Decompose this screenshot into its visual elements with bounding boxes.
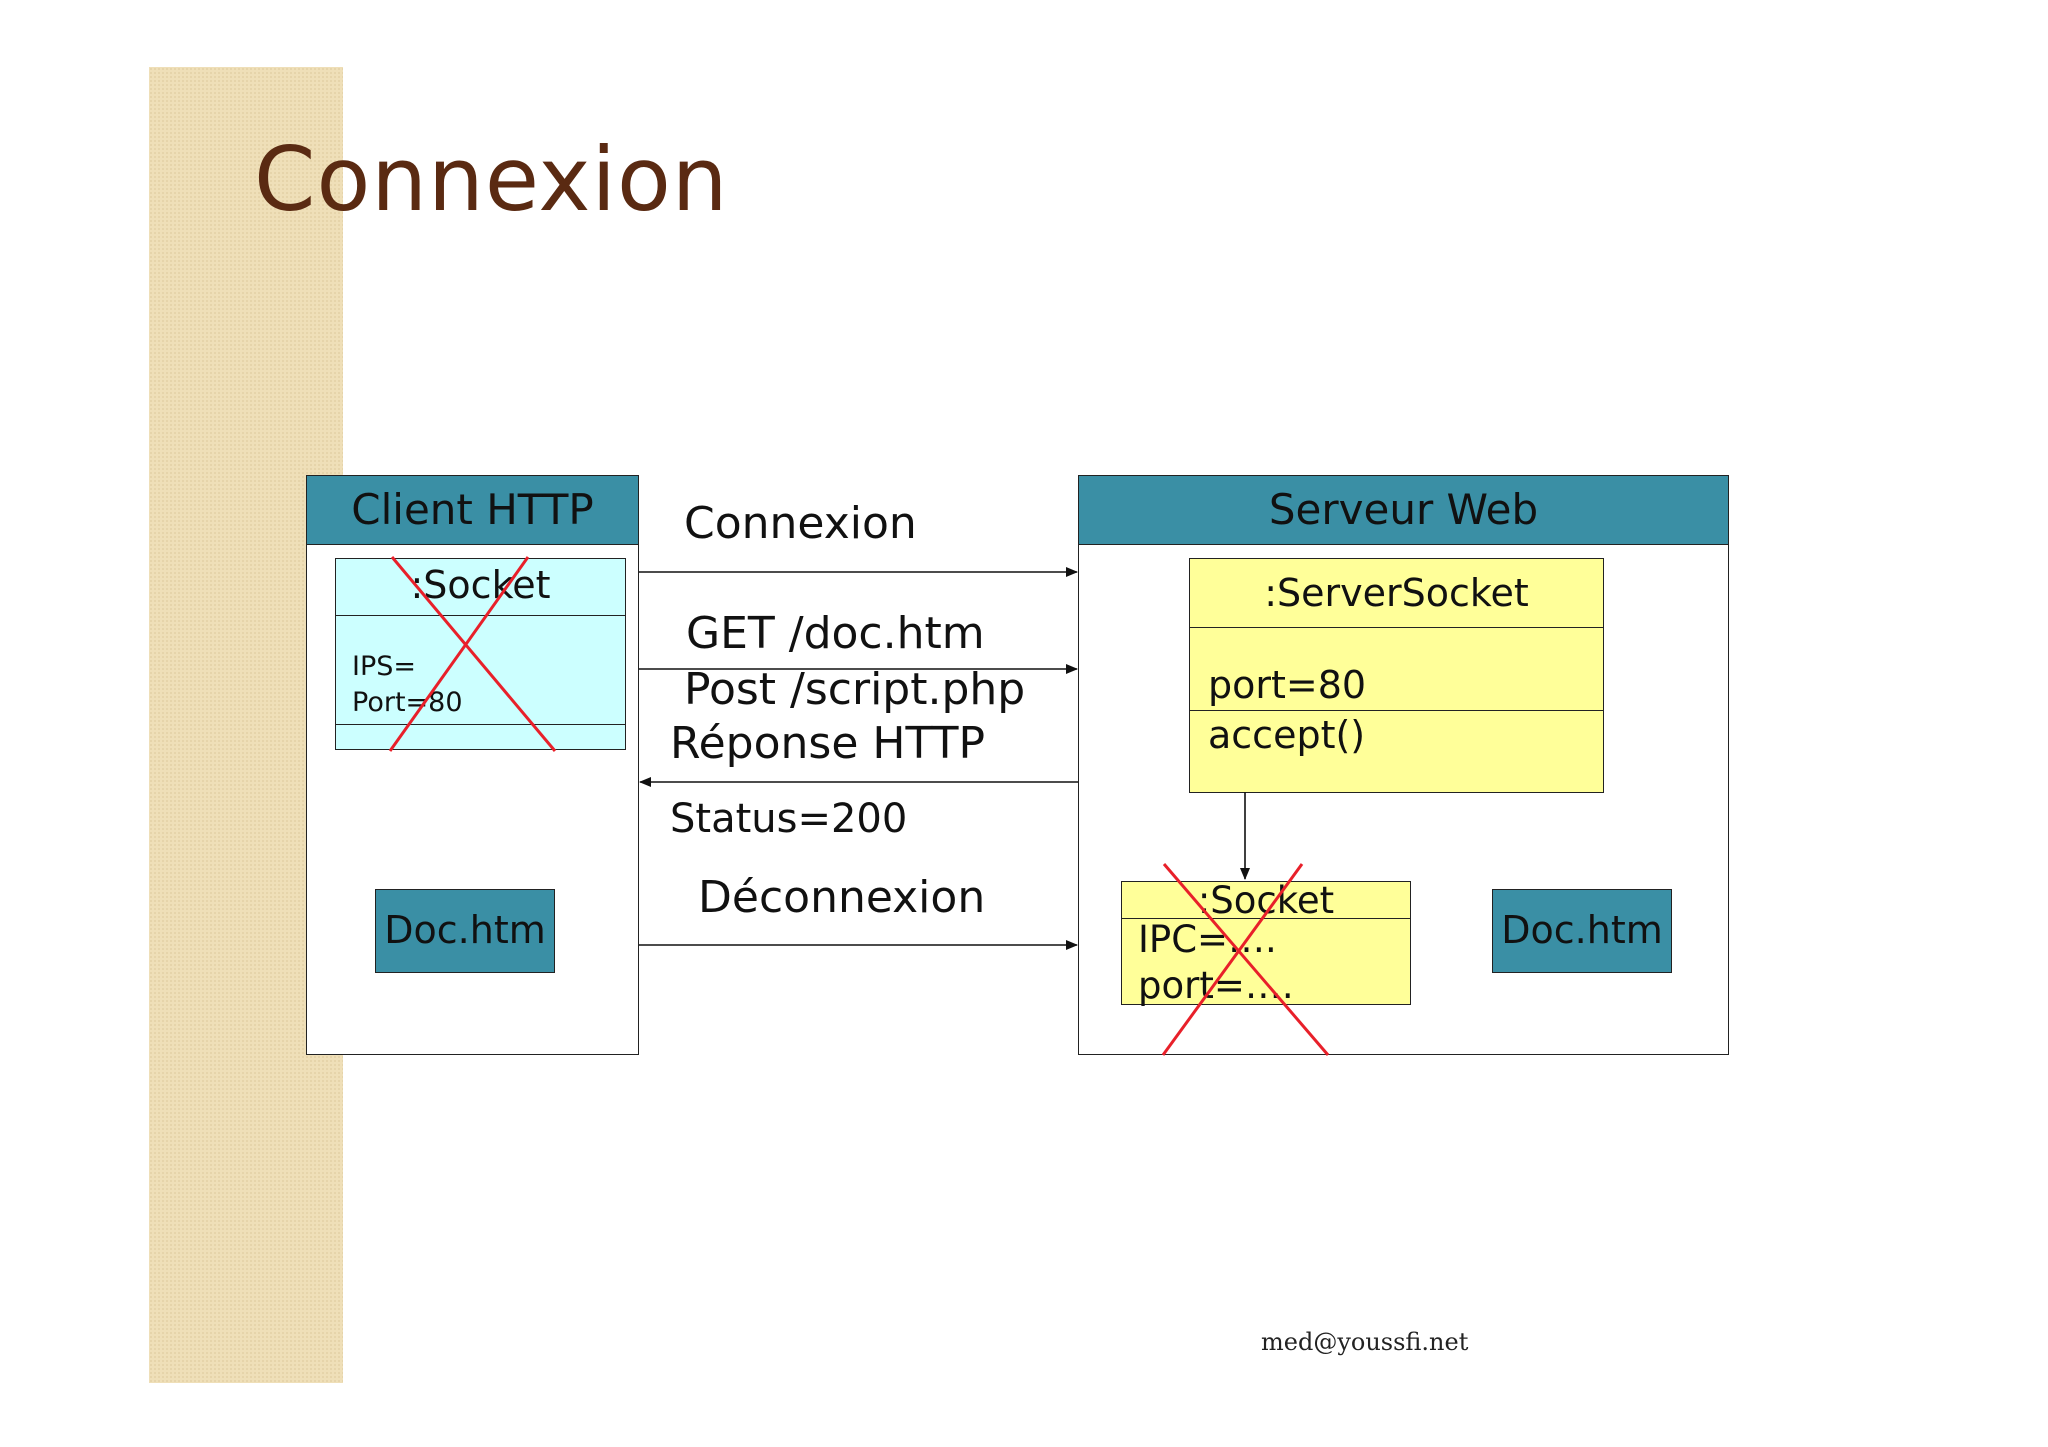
message-disconnect: Déconnexion: [698, 872, 986, 923]
message-connect: Connexion: [684, 498, 917, 549]
server-client-socket-divider: [1122, 918, 1410, 919]
client-socket-name: :Socket: [410, 563, 551, 607]
server-socket-divider-top: [1190, 627, 1603, 628]
server-socket-box: :ServerSocket port=80 accept(): [1189, 558, 1604, 793]
server-socket-attr-port: port=80: [1208, 663, 1367, 707]
client-panel: Client HTTP :Socket IPS= Port=80 Doc.htm: [306, 475, 639, 1055]
slide-title: Connexion: [254, 128, 729, 231]
server-panel: Serveur Web :ServerSocket port=80 accept…: [1078, 475, 1729, 1055]
message-post: Post /script.php: [684, 664, 1026, 715]
server-panel-title: Serveur Web: [1079, 476, 1728, 545]
server-socket-divider-bottom: [1190, 710, 1603, 711]
client-panel-title: Client HTTP: [307, 476, 638, 545]
client-socket-attr-port: Port=80: [352, 687, 463, 718]
message-status: Status=200: [670, 796, 908, 842]
server-socket-method-accept: accept(): [1208, 713, 1366, 757]
server-socket-name: :ServerSocket: [1264, 571, 1529, 615]
server-doc-htm: Doc.htm: [1492, 889, 1672, 973]
client-socket-attr-ips: IPS=: [352, 651, 417, 682]
client-doc-htm: Doc.htm: [375, 889, 555, 973]
server-client-socket-attr-ipc: IPC=….: [1138, 918, 1277, 961]
client-socket-divider-bottom: [336, 724, 625, 725]
client-socket-box: :Socket IPS= Port=80: [335, 558, 626, 750]
message-response: Réponse HTTP: [670, 718, 985, 769]
client-socket-divider-top: [336, 615, 625, 616]
server-client-socket-box: :Socket IPC=…. port=….: [1121, 879, 1411, 1007]
server-socket-destroyed-icon: [1161, 863, 1330, 1056]
message-get: GET /doc.htm: [686, 608, 985, 659]
footer-email: med@youssfi.net: [1261, 1328, 1469, 1356]
client-socket-destroyed-icon: [388, 556, 557, 752]
